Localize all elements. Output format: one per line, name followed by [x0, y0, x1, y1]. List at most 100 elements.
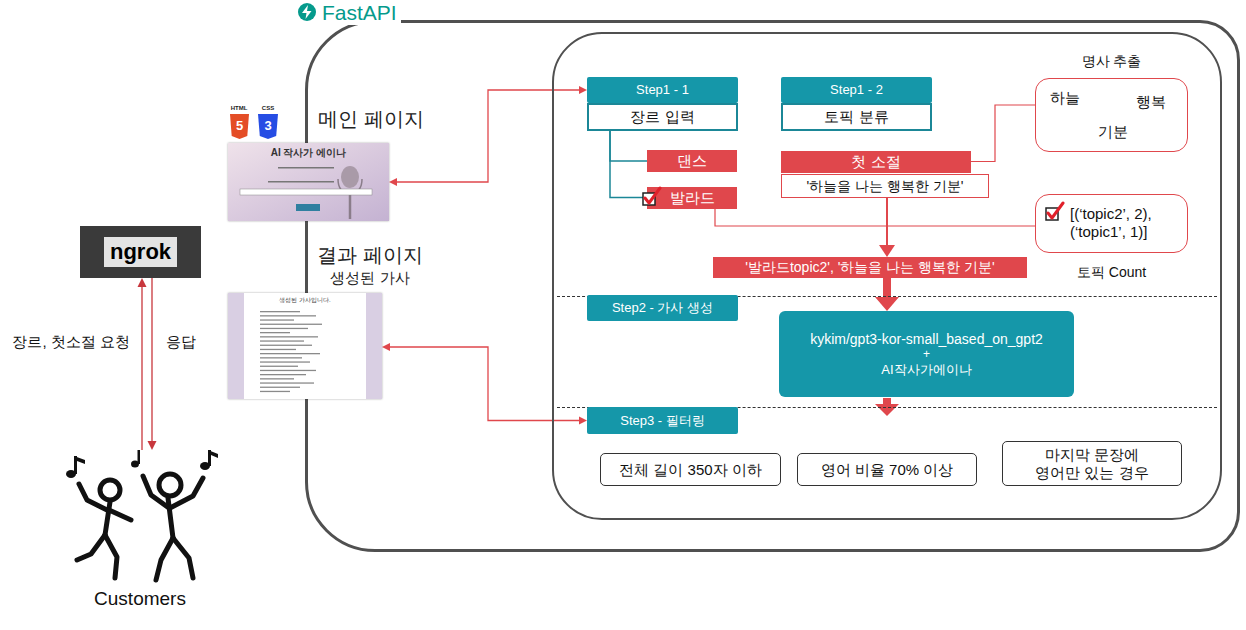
edge-label: 장르, 첫소절 요청: [10, 333, 132, 351]
circle-part: [100, 480, 120, 500]
rect-part: [260, 345, 312, 346]
checkbox-icon: [1044, 201, 1066, 223]
arrowhead: [579, 86, 587, 94]
rect-part: [228, 293, 382, 399]
rect-part: [260, 387, 300, 388]
path-part: [77, 535, 105, 560]
process-box: 장르 입력: [587, 103, 738, 131]
noun-box: 명사 추출하늘행복기분: [1035, 78, 1188, 152]
node-text: Step2 - 가사 생성: [612, 300, 713, 316]
css3-shield: [258, 114, 278, 139]
node-text: 장르 입력: [630, 108, 694, 126]
block-arrow-head: [875, 404, 899, 416]
node-text: 명사 추출: [1036, 53, 1187, 70]
filter-rule: 영어 비율 70% 이상: [797, 453, 977, 486]
process-box: 토픽 분류: [781, 103, 932, 131]
rect-part: [260, 366, 298, 367]
page-screenshot: 메인 페이지AI 작사가 에이나: [228, 143, 389, 221]
connector: [148, 278, 157, 450]
step-label: Step1 - 2: [781, 77, 932, 103]
node-text: Step1 - 2: [830, 82, 883, 98]
icon-label: CSS: [257, 105, 279, 112]
merged-input: '발라드topic2', '하늘을 나는 행복한 기분': [713, 257, 1027, 278]
connector: [610, 131, 647, 198]
fastapi-logo: [298, 3, 316, 21]
node-text: 첫 소절: [851, 153, 900, 171]
path-part: [1048, 203, 1063, 218]
rect-part: [296, 204, 320, 211]
node-text: 마지막 문장에 영어만 있는 경우: [1026, 446, 1158, 482]
path-part: [79, 484, 107, 510]
connector: [610, 131, 647, 161]
rect-part: [278, 167, 334, 169]
server-frame: FastAPIStep1 - 1장르 입력Step1 - 2토픽 분류명사 추출…: [305, 20, 1240, 552]
node-text: 하늘: [1050, 89, 1080, 107]
step-label: Step1 - 1: [587, 77, 738, 103]
option-box: 댄스: [647, 150, 737, 172]
filter-rule: 전체 길이 350자 이하: [600, 453, 781, 486]
path-part: [173, 538, 193, 578]
circle-part: [159, 474, 181, 496]
page-screenshot: 결과 페이지생성된 가사생성된 가사입니다.: [228, 293, 382, 399]
node-text: +: [923, 347, 930, 361]
step-label: Step3 - 필터링: [587, 407, 738, 434]
rect-part: [260, 332, 290, 333]
html5-shield: [230, 114, 249, 139]
icon-label: HTML: [228, 105, 250, 112]
node-text: 영어 비율 70% 이상: [821, 461, 954, 479]
rect-part: [260, 349, 296, 350]
connector-line: [715, 209, 1035, 227]
input-label: 첫 소절: [781, 151, 971, 173]
path-part: [74, 456, 85, 464]
rect-part: [260, 353, 320, 354]
icon-label: 5: [230, 119, 249, 133]
rect-part: [260, 328, 308, 329]
connector: [382, 343, 587, 425]
connector-line: [971, 105, 1035, 162]
actor: Customers: [55, 450, 225, 615]
rect-part: [244, 293, 366, 399]
path-part: [109, 510, 131, 520]
edge-label: 응답: [164, 333, 198, 351]
rect-part: [260, 315, 316, 316]
arrowhead: [875, 297, 899, 311]
node-text: 생성된 가사입니다.: [244, 297, 366, 304]
connector-line: [141, 284, 142, 450]
node-text: 전체 길이 350자 이하: [619, 461, 762, 479]
block-arrow-shaft: [883, 398, 891, 404]
node-text: Customers: [55, 588, 225, 611]
node-text: 발라드: [670, 189, 715, 207]
connector-line: [151, 278, 152, 444]
rect-part: [260, 340, 304, 341]
arrowhead: [579, 417, 587, 425]
node-text: 기분: [1098, 123, 1128, 141]
path-part: [645, 188, 660, 203]
rect-part: [260, 336, 318, 337]
step-label: Step2 - 가사 생성: [587, 295, 738, 321]
service-box: ngrok: [80, 226, 201, 278]
rect-part: [228, 143, 389, 221]
connector-line: [610, 131, 647, 198]
path-part: [349, 193, 352, 219]
icon-label: 3: [258, 119, 278, 133]
rect-part: [260, 357, 302, 358]
rect-part: [240, 189, 372, 195]
model-box: kykim/gpt3-kor-small_based_on_gpt2+AI작사가…: [779, 311, 1074, 397]
arrowhead: [382, 343, 390, 351]
rect-part: [260, 378, 294, 379]
path-part: [143, 476, 169, 508]
connector: [715, 209, 1035, 227]
node-text: FastAPI: [318, 1, 401, 25]
connector: [971, 105, 1035, 162]
arrowhead: [148, 441, 157, 450]
path-part: [156, 538, 173, 580]
input-box: '하늘을 나는 행복한 기분': [781, 174, 989, 198]
connector: [138, 278, 147, 450]
connector: [389, 86, 587, 186]
node-text: 토픽 Count: [1036, 264, 1187, 281]
option-box: 발라드: [647, 187, 737, 209]
screenshot-result: [228, 293, 382, 399]
ellipse-part: [341, 166, 359, 188]
node-text: ngrok: [104, 237, 177, 267]
